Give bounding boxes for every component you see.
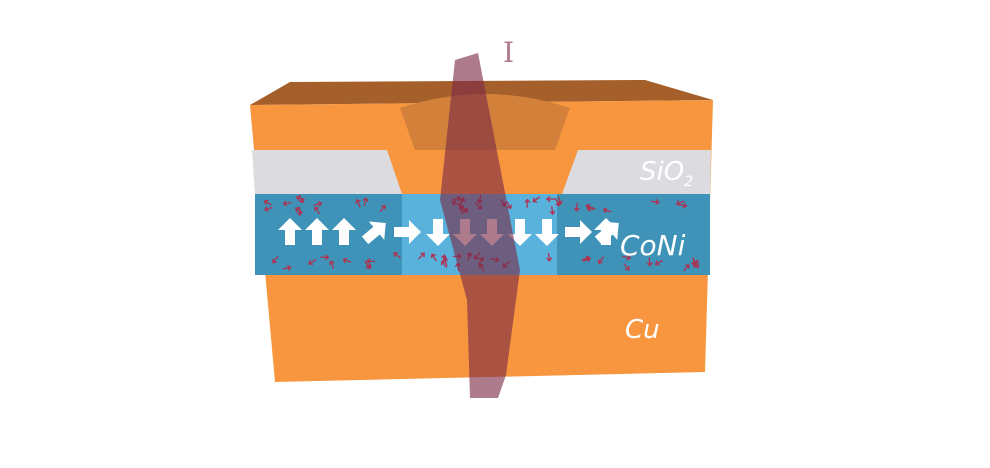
spin-arrow — [597, 256, 605, 264]
spin-arrow — [441, 260, 448, 269]
spin-arrow — [366, 258, 376, 265]
spin-arrow — [442, 257, 449, 266]
spin-arrow — [320, 254, 330, 261]
spin-arrow — [263, 199, 272, 206]
magnetization-arrow-down — [426, 219, 450, 246]
spin-arrow — [646, 257, 653, 267]
spin-arrow — [573, 202, 580, 212]
spin-arrow — [417, 252, 426, 260]
spin-arrow — [313, 200, 323, 207]
magnetization-arrow-up — [594, 218, 618, 245]
current-label: I — [503, 36, 514, 69]
magnetization-arrow-up — [332, 218, 356, 245]
spin-arrow — [602, 207, 612, 214]
spin-arrow — [328, 260, 335, 269]
spin-arrow — [532, 196, 541, 203]
sio2-label: SiO2 — [640, 157, 693, 190]
spin-arrow — [506, 200, 513, 210]
spin-arrow — [650, 198, 660, 205]
spin-arrow — [678, 202, 688, 209]
spin-arrow — [282, 200, 292, 207]
spin-arrow — [549, 206, 556, 216]
spin-arrow — [272, 256, 279, 264]
spin-arrow — [524, 198, 531, 208]
spin-arrow — [314, 206, 320, 215]
spin-arrow — [586, 205, 596, 212]
spin-arrow — [654, 259, 663, 266]
coni-label: CoNi — [620, 229, 686, 262]
spin-arrow — [393, 252, 401, 259]
magnetization-arrow-up — [278, 218, 302, 245]
spin-arrow — [430, 253, 437, 262]
spin-arrow — [364, 262, 372, 270]
spin-arrow — [263, 206, 273, 212]
spin-arrow — [362, 197, 369, 207]
spin-arrow — [622, 254, 632, 261]
spin-arrow — [623, 263, 630, 271]
spin-arrow — [308, 259, 317, 265]
magnetization-arrow-up-right — [361, 221, 386, 245]
magnetization-arrow-down — [535, 219, 559, 246]
sio2-layer-right — [562, 150, 711, 194]
spin-arrow — [379, 204, 386, 213]
magnetization-arrow-up — [305, 218, 329, 245]
spin-arrow — [546, 252, 553, 262]
spin-arrow — [582, 256, 591, 263]
sio2-layer-left — [252, 150, 402, 194]
spin-arrow — [296, 206, 303, 216]
current-beam — [440, 53, 520, 398]
spin-arrow — [355, 198, 361, 208]
spin-arrow — [545, 196, 555, 203]
cu-label: Cu — [625, 315, 660, 345]
magnetization-arrow-right — [394, 220, 421, 244]
magnetization-arrow-right — [565, 220, 592, 244]
spin-arrow — [282, 264, 292, 271]
spin-arrow — [693, 260, 700, 269]
spin-arrow — [342, 257, 352, 264]
spin-arrow — [557, 196, 563, 206]
spin-arrow — [298, 195, 305, 204]
spin-arrow — [683, 264, 690, 272]
